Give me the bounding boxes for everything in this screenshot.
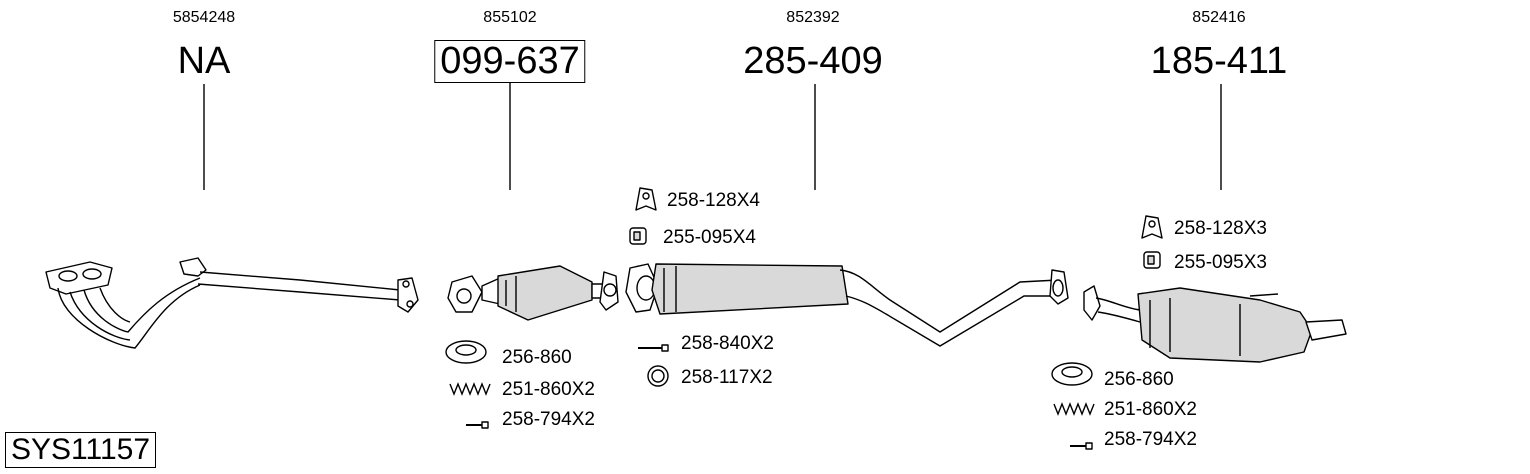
rubber-mount-icon: [629, 227, 647, 245]
o-ring-icon: [647, 365, 669, 387]
part-number-rear[interactable]: 185-411: [1150, 40, 1288, 82]
accessory-label[interactable]: 258-794X2: [502, 409, 595, 430]
accessory-label[interactable]: 258-128X4: [667, 190, 760, 211]
middle-silencer-drawing: [625, 263, 1069, 347]
rubber-hanger-icon: [1141, 215, 1163, 239]
bolt-icon: [466, 421, 489, 429]
part-number-catalyst[interactable]: 099-637: [434, 40, 586, 83]
accessory-label[interactable]: 258-840X2: [681, 333, 774, 354]
accessory-label[interactable]: 258-128X3: [1174, 218, 1267, 239]
bolt-icon: [1070, 442, 1093, 450]
part-number-manifold[interactable]: NA: [177, 40, 231, 82]
accessory-label[interactable]: 255-095X4: [663, 227, 756, 248]
rubber-hanger-icon: [635, 187, 657, 211]
spring-icon: [449, 382, 491, 396]
accessory-label[interactable]: 255-095X3: [1174, 252, 1267, 273]
accessory-label[interactable]: 256-860: [1104, 369, 1174, 390]
rear-silencer-drawing: [1083, 285, 1347, 363]
accessory-label[interactable]: 251-860X2: [1104, 399, 1197, 420]
gasket-ring-icon: [1051, 362, 1093, 386]
spring-icon: [1053, 402, 1095, 416]
catalyst-drawing: [447, 265, 619, 321]
manifold-drawing: [45, 257, 419, 349]
bolt-icon: [638, 344, 669, 352]
gasket-ring-icon: [445, 340, 487, 364]
accessory-label[interactable]: 258-117X2: [681, 367, 773, 388]
accessory-label[interactable]: 256-860: [502, 347, 572, 368]
part-ref-catalyst: 855102: [483, 9, 537, 26]
part-ref-middle: 852392: [786, 9, 840, 26]
system-id-box: SYS11157: [5, 432, 156, 468]
part-ref-manifold: 5854248: [172, 9, 236, 26]
part-number-middle[interactable]: 285-409: [743, 40, 883, 82]
rubber-mount-icon: [1143, 251, 1161, 269]
part-ref-rear: 852416: [1192, 9, 1246, 26]
accessory-label[interactable]: 251-860X2: [502, 379, 595, 400]
accessory-label[interactable]: 258-794X2: [1104, 429, 1197, 450]
